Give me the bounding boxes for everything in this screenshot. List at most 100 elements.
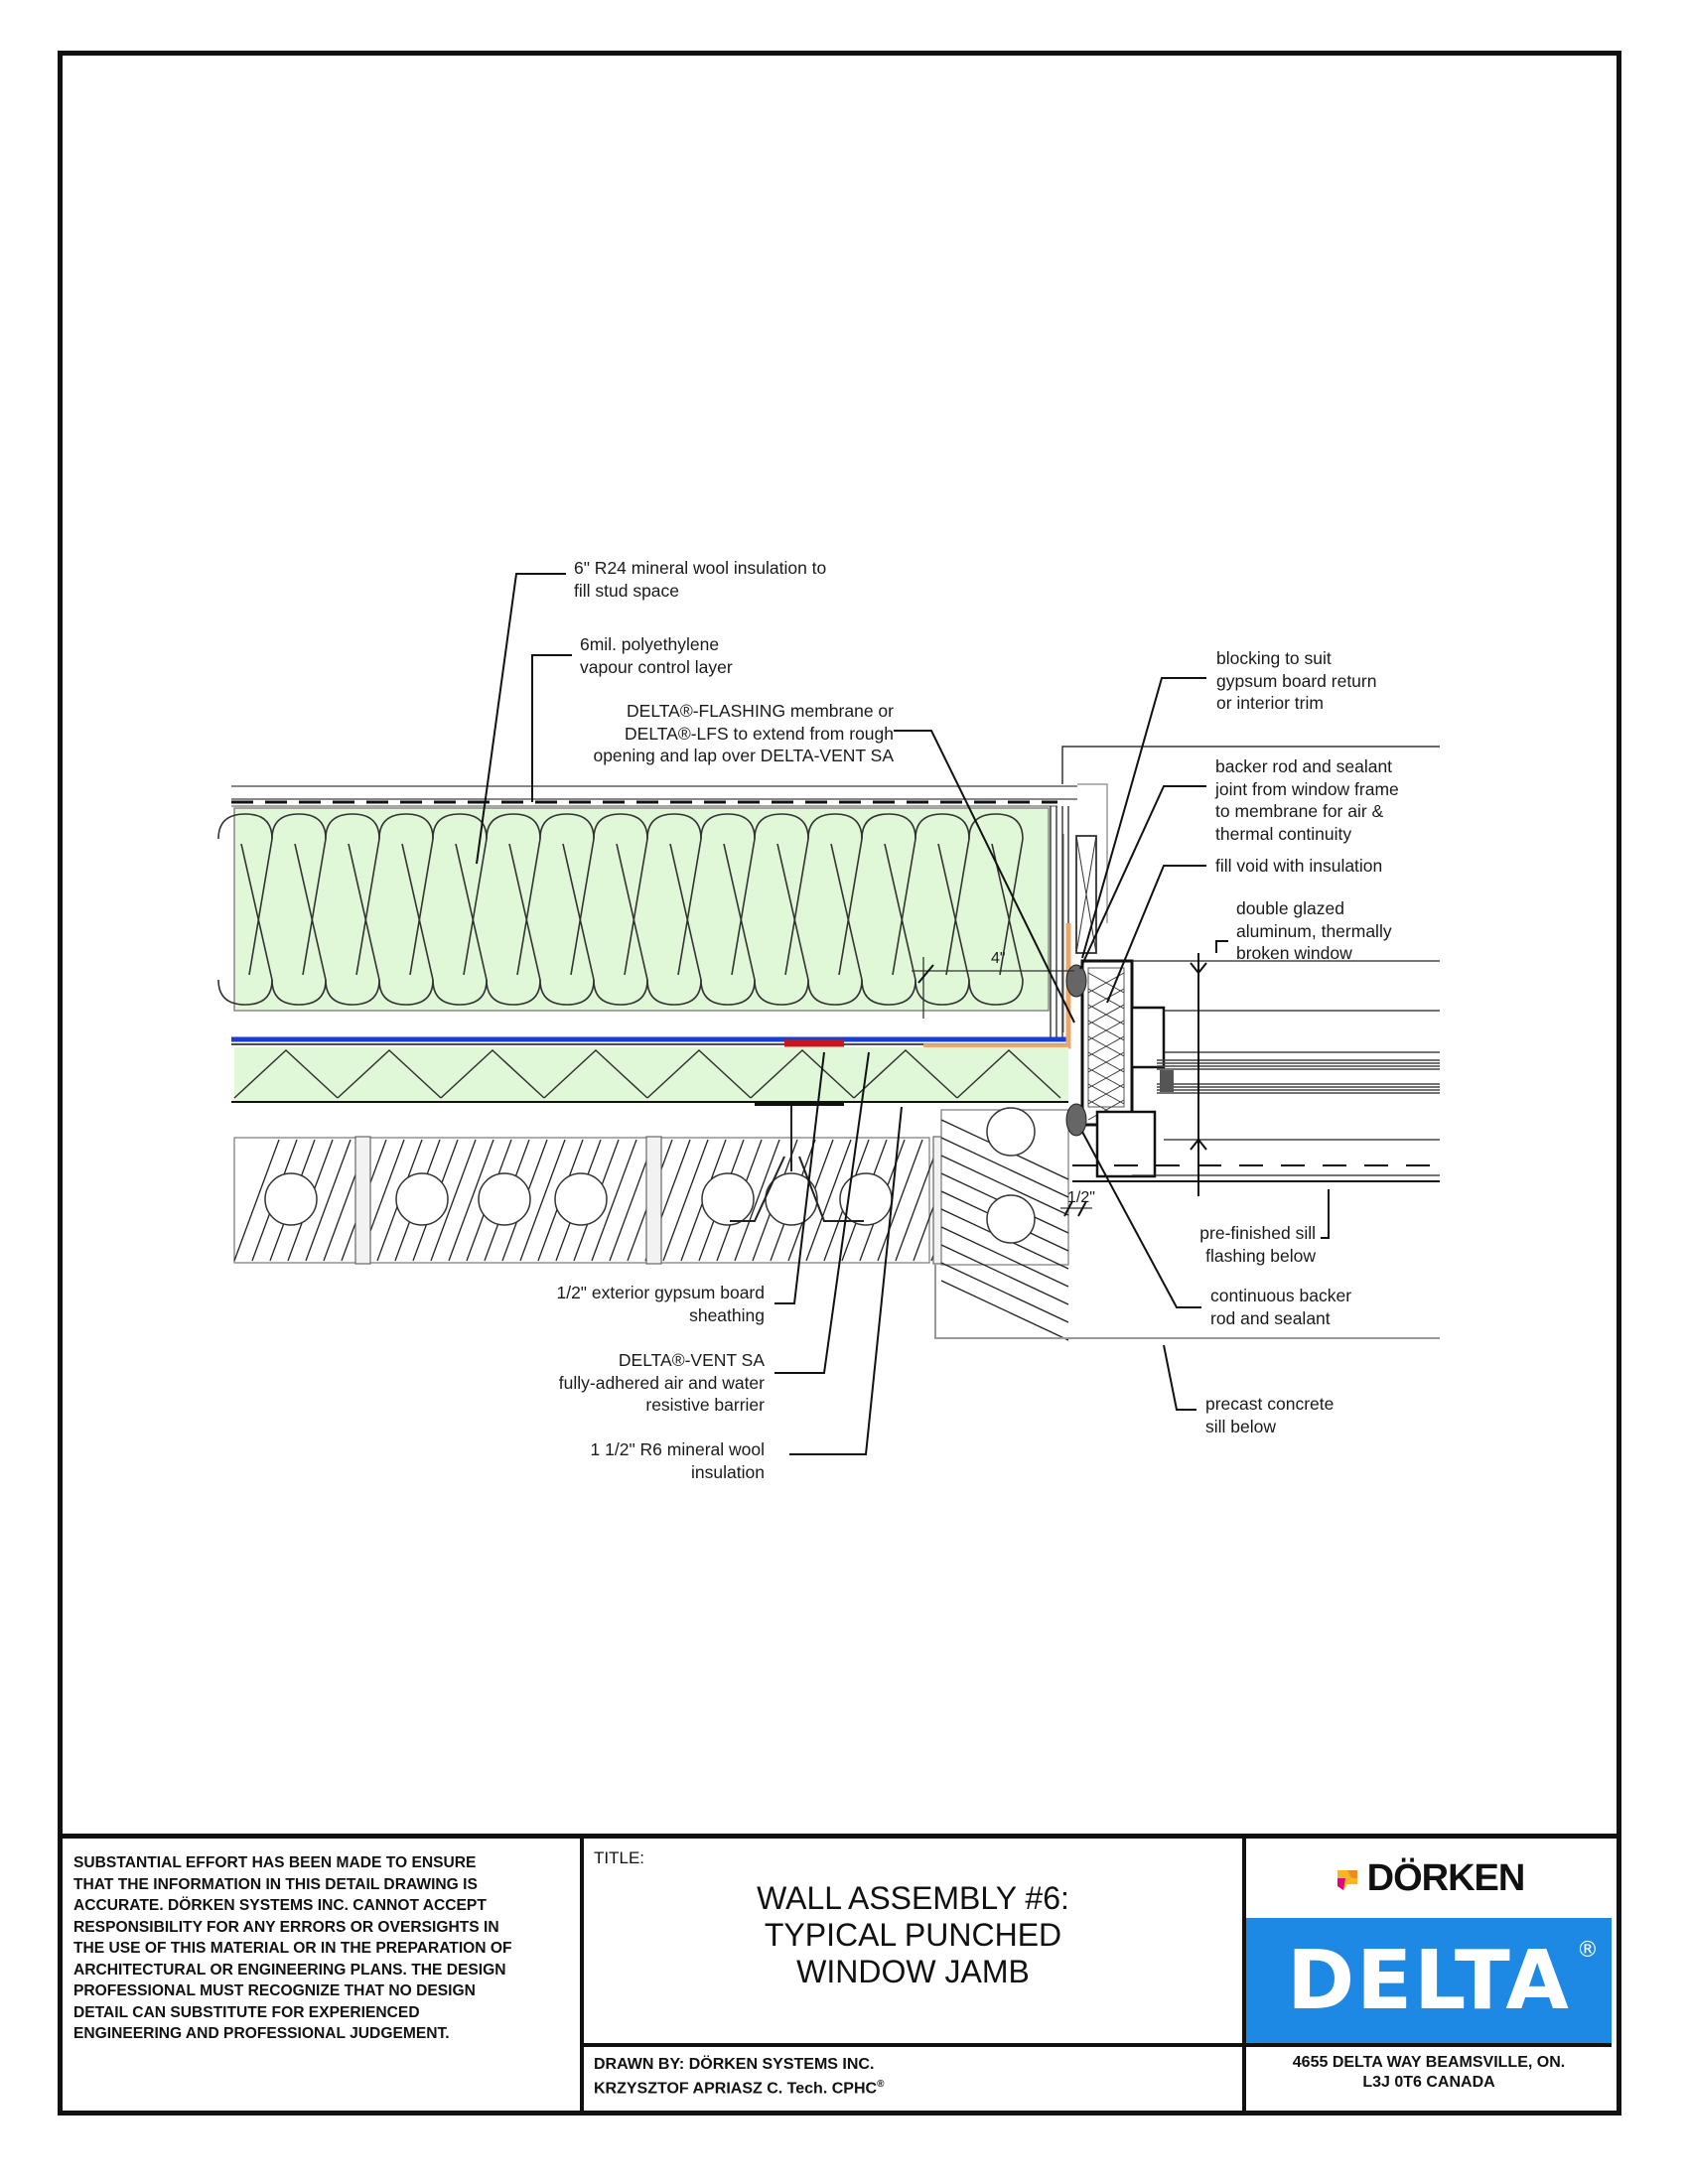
exterior-insulation-fill xyxy=(234,1047,1068,1102)
leader-continuous-backer xyxy=(1081,1131,1201,1308)
brick-tie xyxy=(730,1102,864,1222)
label-poly-vapour-layer: 6mil. polyethylene vapour control layer xyxy=(580,634,733,677)
brick-hatch xyxy=(305,1139,352,1262)
zigzag-insulation xyxy=(233,1048,339,1099)
leader-fill-void xyxy=(1106,865,1206,1004)
drawing-title: WALL ASSEMBLY #6: TYPICAL PUNCHED WINDOW… xyxy=(757,1880,1069,1989)
batt-curve xyxy=(593,813,648,976)
batt-curve xyxy=(539,843,595,1006)
leader-gypsum-sheathing xyxy=(774,1051,825,1304)
batt-curve xyxy=(486,813,541,976)
brick-core xyxy=(264,1172,318,1226)
label-precast-sill: precast concrete sill below xyxy=(1205,1394,1335,1436)
batt-curve xyxy=(325,813,380,976)
batt-curve xyxy=(271,813,327,976)
zigzag-insulation xyxy=(440,1048,545,1099)
batt-curve xyxy=(217,813,273,976)
zigzag-insulation xyxy=(750,1048,855,1099)
label-delta-flashing: DELTA®-FLASHING membrane or DELTA®-LFS t… xyxy=(593,701,894,765)
jamb-return-line xyxy=(1077,783,1108,923)
leader-blocking xyxy=(1081,677,1206,959)
batt-curve xyxy=(432,843,488,1006)
insulation-crosshatch xyxy=(1087,1099,1125,1121)
batt-curve xyxy=(807,843,863,1006)
label-fill-void: fill void with insulation xyxy=(1215,856,1383,876)
brick-hatch xyxy=(448,1139,494,1262)
precast-sill-outline xyxy=(934,1265,1440,1339)
window-rough-opening-line xyxy=(1061,746,1440,784)
zigzag-insulation xyxy=(543,1048,648,1099)
zigzag-insulation xyxy=(853,1048,958,1099)
zigzag-insulation xyxy=(646,1048,752,1099)
leader-window xyxy=(1215,940,1228,953)
dimension-arrow xyxy=(1190,1138,1207,1151)
brick-hatch xyxy=(519,1139,566,1262)
label-sill-flashing: pre-finished sill flashing below xyxy=(1199,1223,1316,1266)
leader-sill-flashing xyxy=(1321,1189,1330,1239)
insulation-crosshatch xyxy=(1087,1004,1125,1025)
batt-curve xyxy=(539,813,595,976)
brick-core xyxy=(701,1172,755,1226)
dimension-half-in: 1/2" xyxy=(1067,1189,1095,1206)
brick-hatch xyxy=(591,1139,637,1262)
brick-hatch xyxy=(430,1139,477,1262)
batt-curve xyxy=(807,813,863,976)
batt-curve xyxy=(378,843,434,1006)
brick-core xyxy=(478,1172,531,1226)
glazing-spacer xyxy=(1160,1070,1174,1092)
label-mineral-wool-6in: 6" R24 mineral wool insulation to fill s… xyxy=(574,558,827,601)
label-backer-rod-joint: backer rod and sealant joint from window… xyxy=(1215,756,1399,844)
batt-curve xyxy=(861,843,916,1006)
dimension-tick xyxy=(1077,1200,1087,1217)
brick-core xyxy=(395,1172,449,1226)
dimension-tick xyxy=(917,964,934,984)
title-cell: TITLE: WALL ASSEMBLY #6: TYPICAL PUNCHED… xyxy=(584,1839,1246,2047)
delta-wordmark: DELTA xyxy=(1287,1933,1571,2028)
delta-registered-mark: ® xyxy=(1576,1937,1601,1963)
sill-hatch xyxy=(940,1155,1069,1216)
sill-hatch xyxy=(940,1137,1069,1198)
label-blocking: blocking to suit gypsum board return or … xyxy=(1216,648,1377,713)
batt-curve xyxy=(754,843,809,1006)
insulation-crosshatch xyxy=(1087,1020,1125,1041)
leader-precast-sill xyxy=(1163,1344,1196,1411)
batt-curve xyxy=(646,813,702,976)
dimension-arrow xyxy=(1190,962,1207,975)
insulation-crosshatch xyxy=(1087,1051,1125,1073)
label-continuous-backer-rod: continuous backer rod and sealant xyxy=(1210,1286,1352,1328)
drawn-by-cell: DRAWN BY: DÖRKEN SYSTEMS INC. KRZYSZTOF … xyxy=(584,2047,1246,2116)
brick-hatch xyxy=(877,1139,923,1262)
window-frame-lower xyxy=(1095,1110,1157,1178)
sill-hatch xyxy=(940,1244,1069,1305)
label-delta-vent-sa: DELTA®-VENT SA fully-adhered air and wat… xyxy=(558,1350,765,1415)
insulation-crosshatch xyxy=(1087,1067,1125,1089)
sill-core xyxy=(986,1194,1036,1244)
batt-curve xyxy=(646,843,702,1006)
brand-logo: DÖRKEN DELTA® xyxy=(1246,1839,1612,2047)
brick-hatch xyxy=(805,1139,852,1262)
registered-mark: ® xyxy=(877,2079,885,2090)
brick-hatch xyxy=(233,1139,280,1262)
sill-hatch xyxy=(940,1280,1069,1341)
batt-curve xyxy=(271,843,327,1006)
mortar-joint xyxy=(354,1136,371,1265)
delta-flashing-membrane xyxy=(923,923,1071,1049)
batt-curve xyxy=(378,813,434,976)
window-frame-chamber xyxy=(1130,1006,1166,1069)
batt-curve xyxy=(968,843,1024,1006)
batt-curve xyxy=(432,813,488,976)
dorken-logo: DÖRKEN xyxy=(1246,1839,1612,1918)
blocking-box xyxy=(1075,835,1097,954)
backer-rod xyxy=(1065,1103,1087,1137)
drawing-frame xyxy=(58,51,1621,2116)
title-block: SUBSTANTIAL EFFORT HAS BEEN MADE TO ENSU… xyxy=(58,1834,1621,2116)
company-address: 4655 DELTA WAY BEAMSVILLE, ON. L3J 0T6 C… xyxy=(1292,2054,1566,2091)
insulation-crosshatch xyxy=(1087,988,1125,1010)
batt-curve xyxy=(325,843,380,1006)
drawn-by-person: KRZYSZTOF APRIASZ C. Tech. CPHC® xyxy=(594,2075,1232,2099)
insulation-crosshatch xyxy=(1087,1083,1125,1105)
leader-delta-flashing xyxy=(894,730,1075,1024)
batt-curve xyxy=(486,843,541,1006)
brick-hatch xyxy=(734,1139,780,1262)
label-window: double glazed aluminum, thermally broken… xyxy=(1236,898,1392,963)
